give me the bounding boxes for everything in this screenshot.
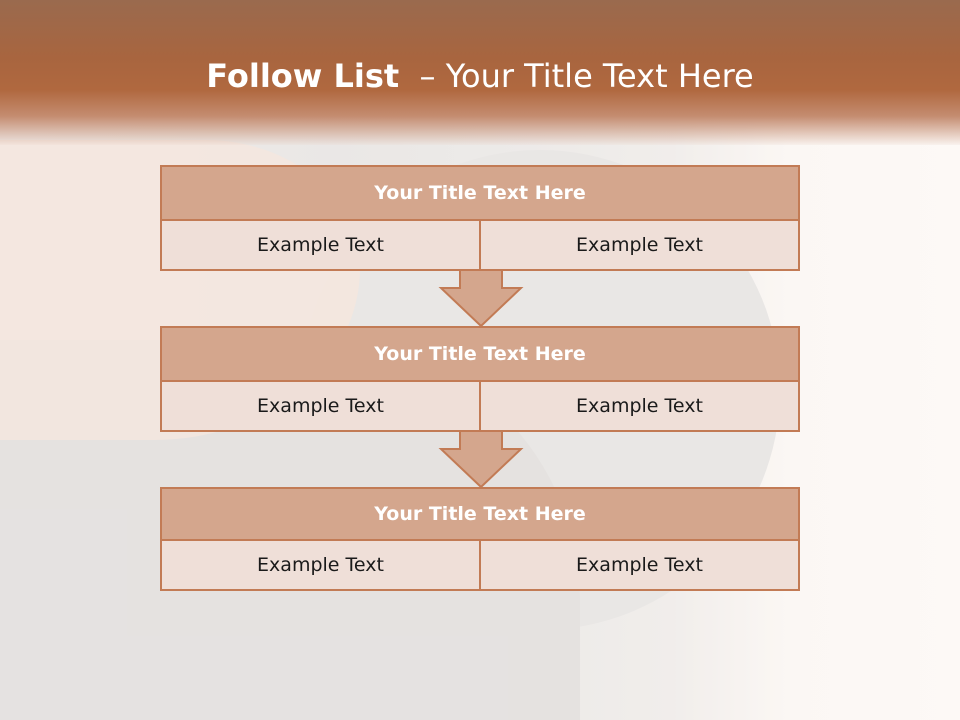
step-cell-right: Example Text	[481, 221, 800, 271]
step-cell-right: Example Text	[481, 541, 800, 591]
step-cell-left: Example Text	[160, 541, 481, 591]
slide-title-bold: Follow List	[206, 57, 400, 95]
down-arrow-icon	[438, 431, 524, 489]
step-box-1: Your Title Text Here Example Text Exampl…	[160, 165, 800, 271]
step-title: Your Title Text Here	[160, 165, 800, 221]
slide-title-rest: – Your Title Text Here	[399, 57, 754, 95]
step-cell-left: Example Text	[160, 221, 481, 271]
step-title: Your Title Text Here	[160, 487, 800, 541]
step-box-2: Your Title Text Here Example Text Exampl…	[160, 326, 800, 432]
step-row: Example Text Example Text	[160, 221, 800, 271]
step-row: Example Text Example Text	[160, 541, 800, 591]
down-arrow-icon	[438, 270, 524, 328]
slide-title: Follow List – Your Title Text Here	[0, 56, 960, 96]
title-banner	[0, 0, 960, 145]
step-cell-left: Example Text	[160, 382, 481, 432]
step-row: Example Text Example Text	[160, 382, 800, 432]
step-title: Your Title Text Here	[160, 326, 800, 382]
step-box-3: Your Title Text Here Example Text Exampl…	[160, 487, 800, 591]
step-cell-right: Example Text	[481, 382, 800, 432]
